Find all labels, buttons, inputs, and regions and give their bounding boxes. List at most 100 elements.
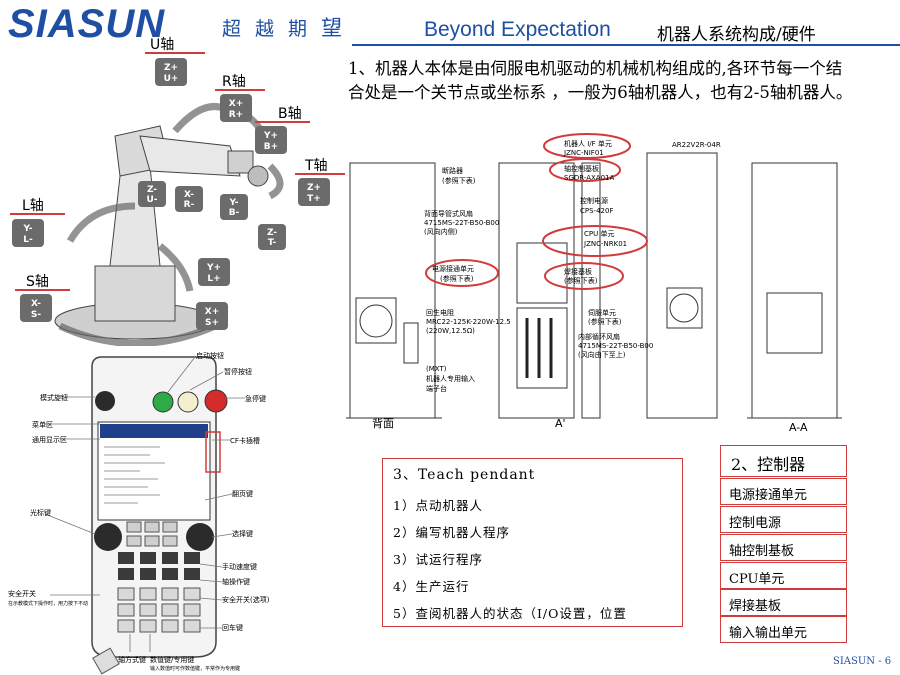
svg-text:SGDR-AXA01A: SGDR-AXA01A	[564, 174, 614, 182]
axis-labels: U轴 R轴 B轴 T轴 L轴 S轴	[22, 37, 328, 290]
svg-text:A-A: A-A	[789, 421, 808, 434]
svg-text:Z-: Z-	[267, 228, 277, 238]
key-t-minus: Z-T-	[258, 224, 286, 250]
key-l-plus: Y+L+	[198, 258, 230, 286]
robot-body	[54, 125, 269, 340]
svg-text:A': A'	[555, 417, 566, 430]
axis-t-label: T轴	[304, 158, 328, 174]
axis-l-label: L轴	[22, 198, 44, 214]
svg-text:S+: S+	[205, 318, 219, 328]
svg-text:Z+: Z+	[307, 183, 321, 193]
controller-title: 2、控制器	[720, 445, 847, 477]
key-t-plus: Z+T+	[298, 178, 330, 206]
svg-text:X+: X+	[205, 307, 219, 317]
key-s-minus: X-S-	[20, 294, 52, 322]
tagline: Beyond Expectation	[424, 18, 611, 41]
pendant-labels: 模式旋钮 菜单区 通用显示区 光标键 安全开关 在示教模式下操作时，用力按下不动…	[8, 352, 270, 672]
cabinet-drawing	[346, 152, 842, 419]
svg-text:X-: X-	[31, 299, 41, 309]
svg-text:Y+: Y+	[206, 263, 221, 273]
svg-text:回车键: 回车键	[222, 623, 243, 632]
svg-text:T-: T-	[268, 238, 277, 248]
svg-text:(MXT): (MXT)	[426, 365, 447, 373]
teach-pendant-box: 3、Teach pendant 1）点动机器人 2）编写机器人程序 3）试运行程…	[382, 458, 683, 627]
svg-text:断路器: 断路器	[442, 166, 463, 175]
svg-text:(风向由下至上): (风向由下至上)	[578, 350, 626, 359]
svg-text:U-: U-	[146, 195, 157, 205]
teach-item-5: 5）查阅机器人的状态（I/O设置，位置	[393, 606, 627, 621]
teach-pendant-title: 3、Teach pendant	[393, 467, 536, 483]
axis-r-label: R轴	[222, 74, 246, 90]
svg-text:JZNC-NRK01: JZNC-NRK01	[583, 240, 627, 248]
key-s-plus: X+S+	[196, 302, 228, 330]
svg-text:CPU 单元: CPU 单元	[584, 229, 614, 238]
axis-underlines	[10, 52, 345, 291]
svg-text:S-: S-	[31, 310, 41, 320]
svg-text:输入数值时可作数值键，平常作为专用键: 输入数值时可作数值键，平常作为专用键	[150, 665, 240, 672]
svg-text:轴控制基板: 轴控制基板	[564, 164, 599, 173]
svg-text:Y-: Y-	[23, 224, 33, 234]
svg-text:轴方式键: 轴方式键	[118, 655, 146, 664]
svg-text:端子台: 端子台	[426, 384, 447, 393]
svg-text:启动按钮: 启动按钮	[196, 352, 224, 360]
svg-text:机器人 I/F 单元: 机器人 I/F 单元	[564, 139, 612, 148]
svg-text:CPS-420F: CPS-420F	[580, 207, 613, 215]
svg-text:L-: L-	[23, 235, 33, 245]
key-b-minus: Y-B-	[220, 194, 248, 220]
logo-char-1: 超	[222, 18, 256, 40]
svg-text:在示教模式下操作时，用力按下不动: 在示教模式下操作时，用力按下不动	[8, 600, 88, 607]
svg-text:CF卡插槽: CF卡插槽	[230, 436, 260, 445]
axis-u-label: U轴	[150, 37, 174, 53]
svg-text:焊接基板: 焊接基板	[564, 267, 592, 276]
svg-text:(参照下表): (参照下表)	[588, 317, 622, 326]
svg-text:X-: X-	[184, 190, 194, 200]
teach-item-3: 3）试运行程序	[393, 552, 483, 567]
svg-text:数值键/专用键: 数值键/专用键	[150, 655, 194, 664]
svg-text:菜单区: 菜单区	[32, 420, 53, 429]
key-u-plus: Z+U+	[155, 58, 187, 86]
svg-text:Y-: Y-	[229, 198, 239, 208]
controller-item-3: 轴控制基板	[720, 534, 847, 561]
logo-char-3: 期	[288, 18, 322, 40]
pendant-leader-lines	[44, 356, 245, 652]
key-b-plus: Y+B+	[255, 126, 287, 154]
key-u-minus: Z-U-	[138, 181, 166, 207]
logo-chinese: 超越期望	[222, 12, 356, 42]
controller-cabinet-figure: 断路器 (参照下表) 背面导管式风扇 4715MS-22T-B50-B00 (风…	[346, 133, 842, 434]
axis-s-label: S轴	[26, 274, 49, 290]
section-title: 机器人系统构成/硬件	[657, 25, 816, 45]
logo-char-2: 越	[255, 18, 289, 40]
svg-text:JZNC-NIF01: JZNC-NIF01	[563, 149, 604, 157]
controller-item-2: 控制电源	[720, 506, 847, 533]
svg-text:Z+: Z+	[164, 63, 178, 73]
svg-text:内部循环风扇: 内部循环风扇	[578, 332, 620, 341]
svg-text:光标键: 光标键	[30, 508, 51, 517]
robot-arm-figure: U轴 R轴 B轴 T轴 L轴 S轴 Z+U+ X+R+ Y+B+ Z+T+ Y-…	[10, 37, 345, 346]
svg-text:安全开关(选项): 安全开关(选项)	[222, 595, 270, 604]
svg-text:B-: B-	[229, 208, 240, 218]
controller-item-5: 焊接基板	[720, 589, 847, 616]
svg-text:选择键: 选择键	[232, 529, 253, 538]
svg-text:急停键: 急停键	[245, 394, 266, 403]
svg-text:B+: B+	[264, 142, 278, 152]
svg-text:暂停按钮: 暂停按钮	[224, 367, 252, 376]
page-number: SIASUN - 6	[833, 656, 892, 667]
teach-item-1: 1）点动机器人	[393, 498, 483, 513]
cabinet-labels: 断路器 (参照下表) 背面导管式风扇 4715MS-22T-B50-B00 (风…	[372, 139, 808, 434]
svg-text:安全开关: 安全开关	[8, 589, 36, 598]
teach-item-2: 2）编写机器人程序	[393, 525, 510, 540]
svg-text:(参照下表): (参照下表)	[442, 176, 476, 185]
svg-text:U+: U+	[164, 74, 179, 84]
svg-text:Z-: Z-	[147, 185, 157, 195]
svg-text:背面: 背面	[372, 416, 394, 430]
svg-text:(220W,12.5Ω): (220W,12.5Ω)	[426, 327, 475, 335]
pendant-body	[91, 356, 228, 675]
logo-char-4: 望	[321, 16, 357, 40]
key-r-minus: X-R-	[175, 186, 203, 212]
svg-text:电源接通单元: 电源接通单元	[432, 264, 474, 273]
svg-text:L+: L+	[207, 274, 220, 284]
intro-text: 1、机器人本体是由伺服电机驱动的机械机构组成的,各环节每一个结合处是一个关节点或…	[348, 59, 853, 102]
svg-text:R-: R-	[184, 200, 195, 210]
teach-pendant-figure: 模式旋钮 菜单区 通用显示区 光标键 安全开关 在示教模式下操作时，用力按下不动…	[8, 352, 270, 675]
svg-text:4715MS-22T-B50-B00: 4715MS-22T-B50-B00	[578, 342, 653, 350]
